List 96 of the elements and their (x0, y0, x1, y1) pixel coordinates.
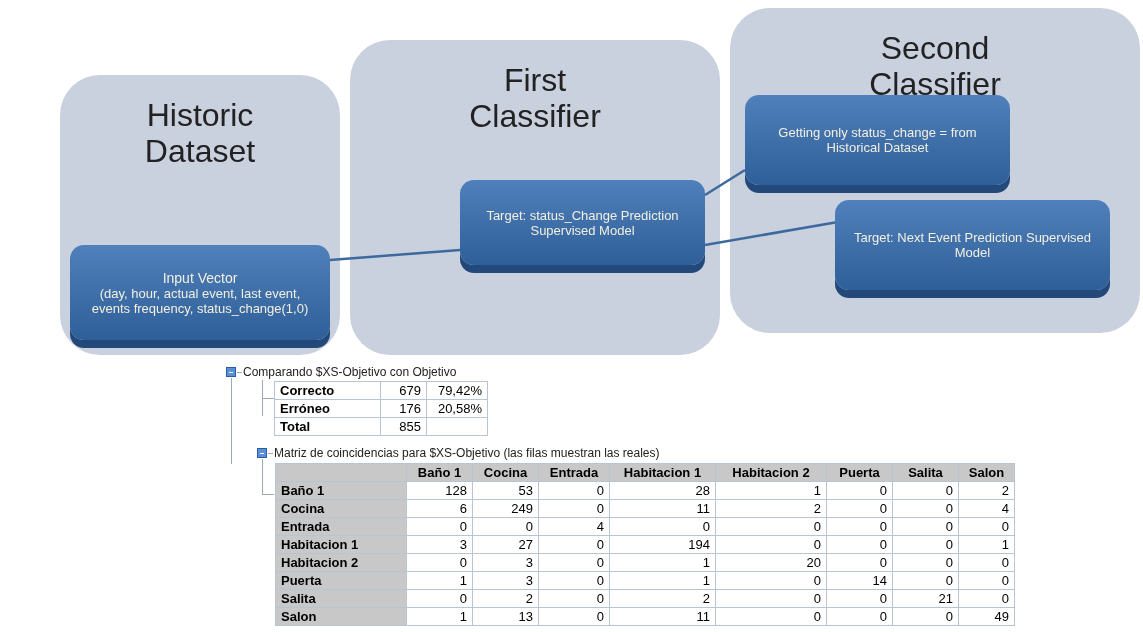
table-cell: 79,42% (426, 381, 488, 400)
box-heading: Input Vector (162, 269, 238, 286)
column-header: Habitacion 2 (715, 463, 827, 482)
tree-item-text: Comparando $XS-Objetivo con Objetivo (243, 365, 457, 379)
table-cell: 1 (958, 535, 1015, 554)
table-cell: 0 (892, 481, 959, 500)
table-cell: 0 (958, 571, 1015, 590)
table-cell: 0 (538, 499, 610, 518)
table-cell: 0 (715, 571, 827, 590)
table-cell: 2 (715, 499, 827, 518)
table-cell: 0 (826, 481, 893, 500)
column-header: Salita (892, 463, 959, 482)
table-cell: 4 (958, 499, 1015, 518)
box-text: Getting only status_change = from Historical Dataset (777, 125, 978, 155)
table-cell: 53 (472, 481, 539, 500)
table-cell: 14 (826, 571, 893, 590)
row-header: Total (274, 417, 381, 436)
table-cell: 176 (380, 399, 427, 418)
row-header: Correcto (274, 381, 381, 400)
table-cell: 0 (892, 517, 959, 536)
table-cell: 0 (538, 607, 610, 626)
column-header: Cocina (472, 463, 539, 482)
box-text: Target: status_Change Prediction Supervised Model (485, 207, 680, 238)
table-cell: 2 (472, 589, 539, 608)
table-cell: 3 (472, 571, 539, 590)
table-cell: 0 (826, 589, 893, 608)
table-cell: 0 (538, 589, 610, 608)
table-cell: 11 (609, 499, 716, 518)
panel (730, 8, 1140, 333)
table-cell: 0 (958, 589, 1015, 608)
table-cell: 0 (609, 517, 716, 536)
table-cell: 0 (892, 553, 959, 572)
table-cell: 0 (826, 553, 893, 572)
table-cell: 0 (715, 589, 827, 608)
table-cell: 0 (892, 571, 959, 590)
table-cell: 1 (406, 607, 473, 626)
table-cell: 0 (715, 517, 827, 536)
panel-title: Historic Dataset (143, 97, 257, 169)
column-header: Habitacion 1 (609, 463, 716, 482)
column-header: Baño 1 (406, 463, 473, 482)
box-text: Target: Next Event Prediction Supervised Model (853, 230, 1092, 260)
box-text: (day, hour, actual event, last event, events frequency, status_change(1,0) (90, 285, 310, 316)
table-cell: 0 (958, 553, 1015, 572)
table-cell: 21 (892, 589, 959, 608)
table-cell: 20 (715, 553, 827, 572)
table-cell: 2 (609, 589, 716, 608)
table-cell: 1 (715, 481, 827, 500)
table-cell: 0 (538, 553, 610, 572)
table-cell: 249 (472, 499, 539, 518)
tree-item-text: Matriz de coincidencias para $XS-Objetivo (las filas muestran las reales) (274, 446, 660, 460)
table-cell: 49 (958, 607, 1015, 626)
table-cell: 679 (380, 381, 427, 400)
table-cell: 0 (472, 517, 539, 536)
column-header: Salon (958, 463, 1015, 482)
table-cell: 0 (538, 535, 610, 554)
table-cell: 0 (538, 571, 610, 590)
table-cell: 0 (826, 517, 893, 536)
connector-line (704, 168, 746, 197)
connector-line (704, 221, 836, 247)
row-header: Erróneo (274, 399, 381, 418)
table-cell: 0 (958, 517, 1015, 536)
panel-title: First Classifier (468, 62, 602, 134)
column-header: Puerta (826, 463, 893, 482)
panel (60, 75, 340, 355)
connector-line (329, 248, 461, 262)
table-cell: 1 (406, 571, 473, 590)
table-cell: 2 (958, 481, 1015, 500)
table-cell: 0 (715, 535, 827, 554)
table-cell: 0 (406, 517, 473, 536)
table-cell: 28 (609, 481, 716, 500)
column-header: Entrada (538, 463, 610, 482)
table-cell: 128 (406, 481, 473, 500)
table-cell: 0 (892, 499, 959, 518)
table-cell: 4 (538, 517, 610, 536)
panel (350, 40, 720, 355)
table-cell: 20,58% (426, 399, 488, 418)
table-cell: 194 (609, 535, 716, 554)
table-cell: 0 (826, 499, 893, 518)
table-cell: 6 (406, 499, 473, 518)
table-cell: 27 (472, 535, 539, 554)
table-cell: 0 (406, 553, 473, 572)
table-cell: 11 (609, 607, 716, 626)
panel-title: Second Classifier (868, 30, 1002, 102)
table-cell: 0 (715, 607, 827, 626)
table-cell: 1 (609, 553, 716, 572)
table-cell: 0 (892, 607, 959, 626)
table-cell: 0 (892, 535, 959, 554)
table-cell: 0 (406, 589, 473, 608)
table-cell: 1 (609, 571, 716, 590)
table-cell: 0 (538, 481, 610, 500)
table-cell: 3 (472, 553, 539, 572)
table-cell: 855 (380, 417, 427, 436)
table-cell: 0 (826, 607, 893, 626)
table-cell: 3 (406, 535, 473, 554)
table-cell: 0 (826, 535, 893, 554)
table-cell: 13 (472, 607, 539, 626)
